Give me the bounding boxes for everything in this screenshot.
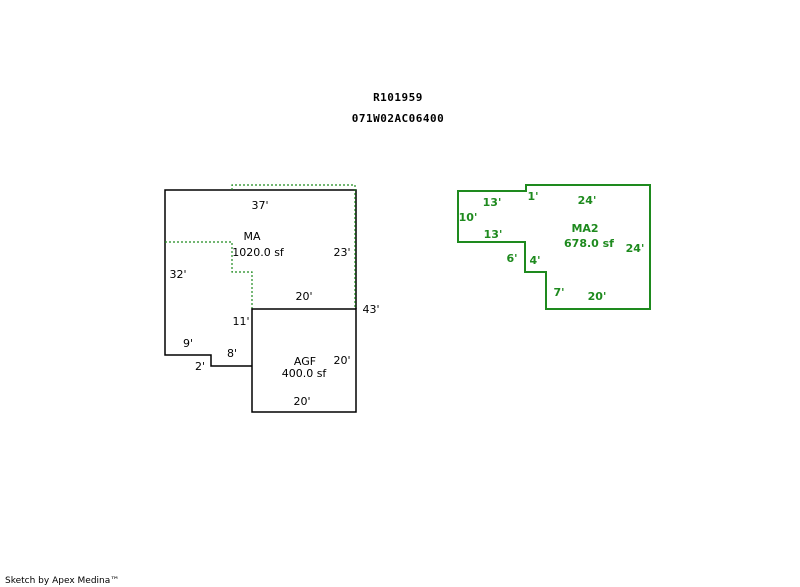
sketch-credit: Sketch by Apex Medina™ — [5, 576, 119, 586]
agf-dim-bottom: 20' — [293, 395, 310, 408]
agf-outline — [251, 308, 357, 413]
ma-dim-inner-top: 20' — [295, 290, 312, 303]
ma2-dim-top-left: 13' — [483, 196, 502, 209]
ma-dim-step-horizontal: 8' — [227, 347, 237, 360]
agf-dim-right: 20' — [333, 354, 350, 367]
ma-dotted-inner — [165, 241, 253, 309]
ma-outline — [164, 189, 357, 367]
ma2-dim-inner-left: 13' — [484, 228, 503, 241]
ma-dim-step-vertical: 2' — [195, 360, 205, 373]
account-id: R101959 — [373, 91, 423, 104]
ma-dim-left: 32' — [169, 268, 186, 281]
ma-area: 37' MA 1020.0 sf 23' 32' 20' 11' 43' 9' … — [164, 184, 380, 373]
ma2-label: MA2 — [571, 222, 598, 235]
ma-dim-top: 37' — [251, 199, 268, 212]
ma2-dim-right: 24' — [626, 242, 645, 255]
ma2-dim-step-inner: 4' — [529, 254, 540, 267]
ma2-outline — [457, 184, 651, 310]
map-number: 071W02AC06400 — [352, 112, 445, 125]
ma-area-value: 1020.0 sf — [232, 246, 285, 259]
ma2-dim-left: 10' — [459, 211, 478, 224]
agf-area: AGF 400.0 sf 20' 20' — [251, 308, 357, 413]
ma2-dim-top-right: 24' — [578, 194, 597, 207]
ma-label: MA — [243, 230, 260, 243]
ma2-area: 13' 1' 24' 10' MA2 13' 678.0 sf 24' 6' 4… — [457, 184, 651, 310]
ma2-area-value: 678.0 sf — [564, 237, 614, 250]
agf-area-value: 400.0 sf — [282, 367, 328, 380]
ma-dim-inner-left: 11' — [232, 315, 249, 328]
ma-dim-right: 23' — [333, 246, 350, 259]
ma2-dim-step-top: 1' — [527, 190, 538, 203]
ma2-dim-bottom: 20' — [588, 290, 607, 303]
ma-dim-total-right: 43' — [362, 303, 379, 316]
ma-dim-bottom-left: 9' — [183, 337, 193, 350]
agf-label: AGF — [294, 355, 316, 368]
ma-dotted-top — [231, 184, 356, 309]
ma2-dim-bottom-step: 7' — [553, 286, 564, 299]
ma2-dim-step-left: 6' — [506, 252, 517, 265]
